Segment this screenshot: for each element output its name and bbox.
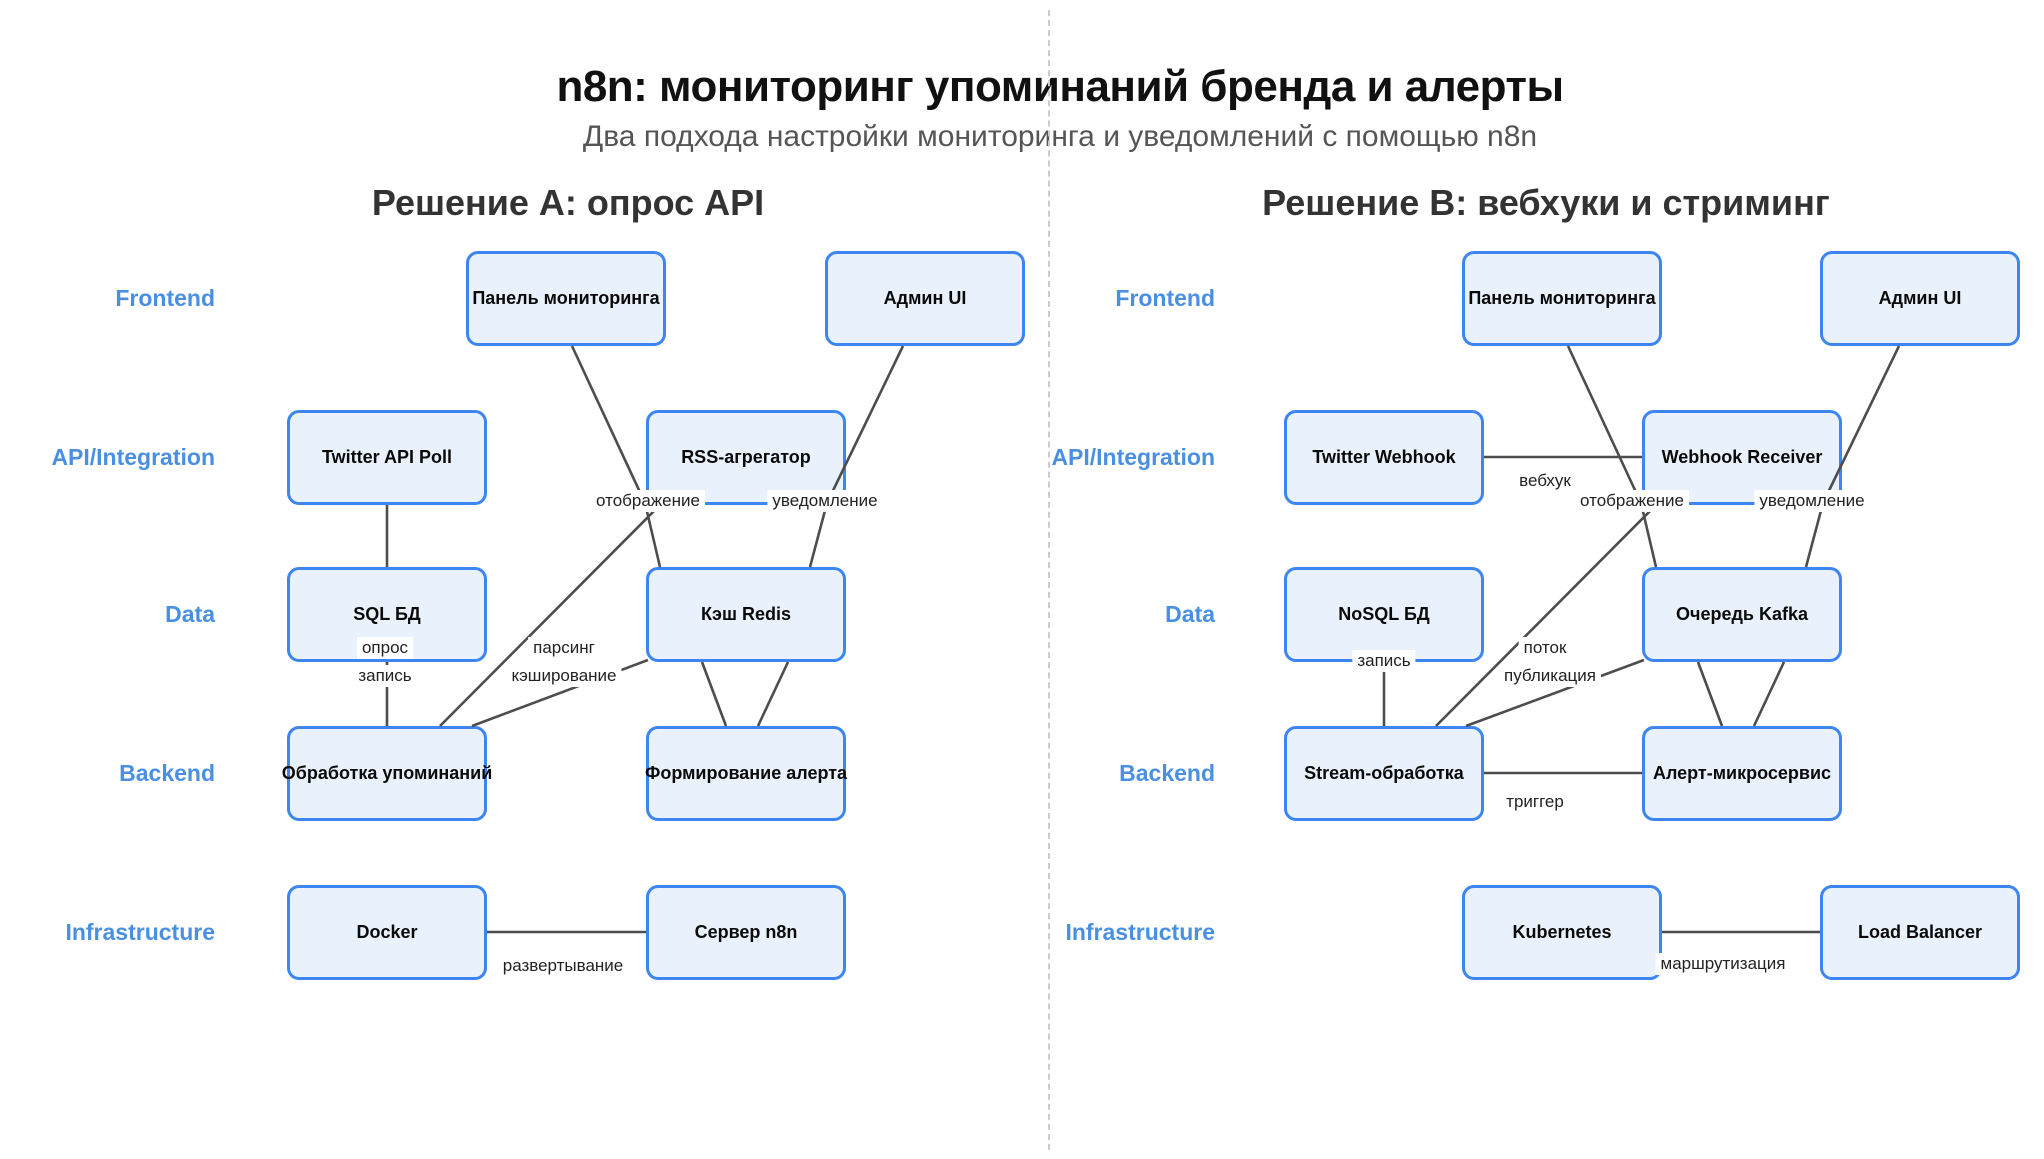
node-b-kubernetes: Kubernetes	[1462, 885, 1662, 980]
edge-b-kafka-alert-2	[1752, 661, 1786, 727]
layer-label-a-data: Data	[165, 601, 215, 627]
node-a-rss-label: RSS-агрегатор	[681, 447, 811, 467]
solution-b-title: Решение B: вебхуки и стриминг	[1262, 182, 1830, 223]
node-b-twitter-webhook: Twitter Webhook	[1284, 410, 1484, 505]
edge-label-b-trigger: триггер	[1501, 791, 1569, 813]
layer-label-b-api: API/Integration	[1051, 444, 1215, 470]
node-b-twitter-label: Twitter Webhook	[1312, 447, 1456, 467]
edge-label-a-notify: уведомление	[767, 490, 883, 512]
edge-label-b-notify: уведомление	[1754, 490, 1870, 512]
node-b-load-balancer: Load Balancer	[1820, 885, 2020, 980]
edge-label-b-stream: поток	[1518, 637, 1572, 659]
node-b-lb-label: Load Balancer	[1857, 922, 1983, 942]
node-a-server-label: Сервер n8n	[694, 922, 798, 942]
edge-label-a-parse: парсинг	[528, 637, 600, 659]
node-a-docker: Docker	[287, 885, 487, 980]
edge-label-b-write: запись	[1352, 650, 1416, 672]
node-b-stream-processing: Stream-обработка	[1284, 726, 1484, 821]
node-a-n8n-server: Сервер n8n	[646, 885, 846, 980]
layer-label-a-frontend: Frontend	[115, 285, 215, 311]
layer-label-b-data: Data	[1165, 601, 1215, 627]
node-b-stream-label: Stream-обработка	[1304, 763, 1464, 783]
node-a-twitter-label: Twitter API Poll	[321, 447, 452, 467]
node-a-alert-forming: Формирование алерта	[644, 726, 848, 821]
layer-label-b-infrastructure: Infrastructure	[1065, 919, 1215, 945]
node-a-dashboard-label: Панель мониторинга	[472, 288, 660, 308]
layer-label-b-frontend: Frontend	[1115, 285, 1215, 311]
node-b-receiver-label: Webhook Receiver	[1661, 447, 1823, 467]
node-a-mentions-label: Обработка упоминаний	[281, 763, 493, 783]
edge-label-a-cache: кэширование	[506, 665, 622, 687]
node-b-kafka-queue: Очередь Kafka	[1642, 567, 1842, 662]
node-b-alert-label: Алерт-микросервис	[1652, 763, 1832, 783]
node-b-kafka-label: Очередь Kafka	[1676, 604, 1808, 624]
node-a-admin-label: Админ UI	[883, 288, 967, 308]
node-a-redis-label: Кэш Redis	[701, 604, 791, 624]
edge-label-a-display: отображение	[591, 490, 705, 512]
edge-label-a-write: запись	[353, 665, 417, 687]
node-b-nosql-label: NoSQL БД	[1338, 604, 1430, 624]
node-a-admin: Админ UI	[825, 251, 1025, 346]
edge-label-a-poll: опрос	[356, 637, 414, 659]
edge-label-a-deploy: развертывание	[497, 955, 629, 977]
node-a-mentions-processing: Обработка упоминаний	[282, 726, 492, 821]
edge-label-b-routing: маршрутизация	[1655, 953, 1791, 975]
node-b-k8s-label: Kubernetes	[1512, 922, 1612, 942]
node-b-dashboard: Панель мониторинга	[1462, 251, 1662, 346]
page-title: n8n: мониторинг упоминаний бренда и алер…	[556, 62, 1564, 111]
node-a-docker-label: Docker	[356, 922, 418, 942]
node-a-redis-cache: Кэш Redis	[646, 567, 846, 662]
edge-a-redis-alerts-2	[756, 661, 790, 727]
node-b-nosql-db: NoSQL БД	[1284, 567, 1484, 662]
edge-label-b-webhook: вебхук	[1514, 470, 1576, 492]
node-b-admin-label: Админ UI	[1878, 288, 1962, 308]
node-a-dashboard: Панель мониторинга	[466, 251, 666, 346]
node-b-dashboard-label: Панель мониторинга	[1468, 288, 1656, 308]
node-b-alert-microservice: Алерт-микросервис	[1642, 726, 1842, 821]
node-a-twitter-api-poll: Twitter API Poll	[287, 410, 487, 505]
layer-label-a-infrastructure: Infrastructure	[65, 919, 215, 945]
edge-a-redis-alerts-1	[700, 661, 728, 727]
edge-label-b-display: отображение	[1575, 490, 1689, 512]
node-a-sql-label: SQL БД	[353, 604, 421, 624]
node-b-admin: Админ UI	[1820, 251, 2020, 346]
layer-label-a-backend: Backend	[119, 760, 215, 786]
solution-a-title: Решение A: опрос API	[371, 182, 765, 223]
section-divider	[1048, 10, 1050, 1150]
layer-label-a-api: API/Integration	[51, 444, 215, 470]
layer-label-b-backend: Backend	[1119, 760, 1215, 786]
edge-b-kafka-alert-1	[1696, 661, 1724, 727]
node-a-alerts-label: Формирование алерта	[644, 763, 848, 783]
page-subtitle: Два подхода настройки мониторинга и увед…	[582, 120, 1538, 153]
edge-label-b-publish: публикация	[1499, 665, 1601, 687]
